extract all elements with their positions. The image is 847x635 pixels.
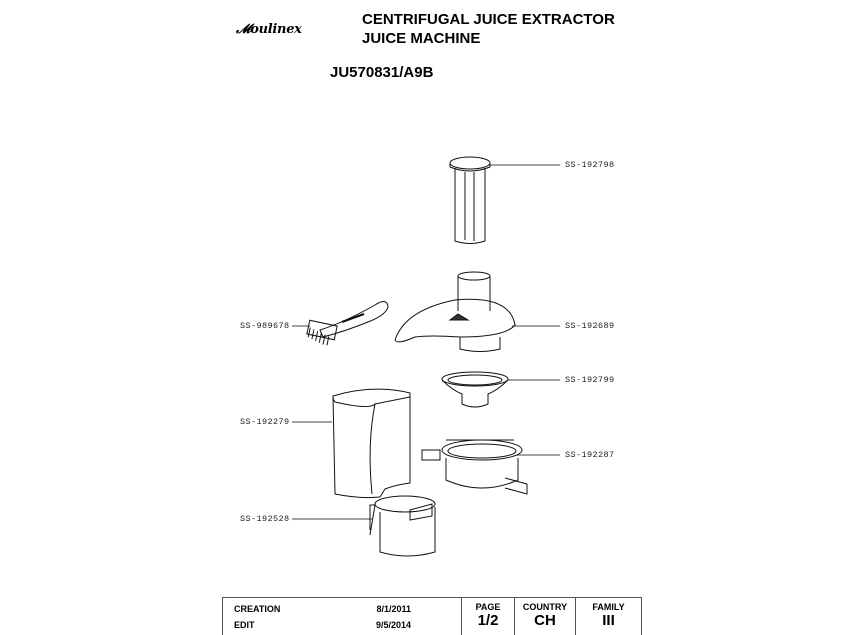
family-cell: FAMILY III bbox=[575, 597, 642, 635]
bowl-drawing bbox=[421, 439, 528, 495]
part-ref-brush: SS-989678 bbox=[240, 321, 290, 331]
country-value: CH bbox=[534, 612, 556, 629]
juice-jug-drawing bbox=[369, 495, 436, 557]
edit-date: 9/5/2014 bbox=[375, 620, 411, 630]
brush-drawing bbox=[306, 301, 389, 346]
dates-cell: CREATION 8/1/2011 EDIT 9/5/2014 bbox=[222, 597, 462, 635]
country-cell: COUNTRY CH bbox=[514, 597, 576, 635]
family-label: FAMILY bbox=[592, 602, 625, 612]
footer-info-table: CREATION 8/1/2011 EDIT 9/5/2014 PAGE 1/2… bbox=[222, 597, 642, 635]
edit-label: EDIT bbox=[234, 620, 255, 630]
part-ref-jug: SS-192528 bbox=[240, 514, 290, 524]
part-ref-pulp-container: SS-192279 bbox=[240, 417, 290, 427]
family-value: III bbox=[602, 612, 615, 629]
title-line-1: CENTRIFUGAL JUICE EXTRACTOR bbox=[362, 11, 615, 28]
filter-drawing bbox=[441, 371, 509, 408]
page-label: PAGE bbox=[475, 602, 501, 612]
creation-label: CREATION bbox=[234, 604, 281, 614]
part-ref-filter: SS-192799 bbox=[565, 375, 615, 385]
page-cell: PAGE 1/2 bbox=[461, 597, 515, 635]
leader-lines bbox=[292, 164, 560, 520]
brand-logo: 𝓜oulinex bbox=[236, 22, 302, 37]
pusher-drawing bbox=[449, 156, 491, 244]
country-label: COUNTRY bbox=[522, 602, 568, 612]
part-ref-lid: SS-192689 bbox=[565, 321, 615, 331]
lid-drawing bbox=[394, 271, 516, 352]
title-line-2: JUICE MACHINE bbox=[362, 30, 481, 47]
pulp-container-drawing bbox=[332, 388, 411, 499]
creation-date: 8/1/2011 bbox=[376, 604, 411, 614]
page-value: 1/2 bbox=[477, 612, 499, 629]
part-ref-bowl: SS-192287 bbox=[565, 450, 615, 460]
part-ref-pusher: SS-192798 bbox=[565, 160, 615, 170]
model-number: JU570831/A9B bbox=[330, 64, 434, 81]
